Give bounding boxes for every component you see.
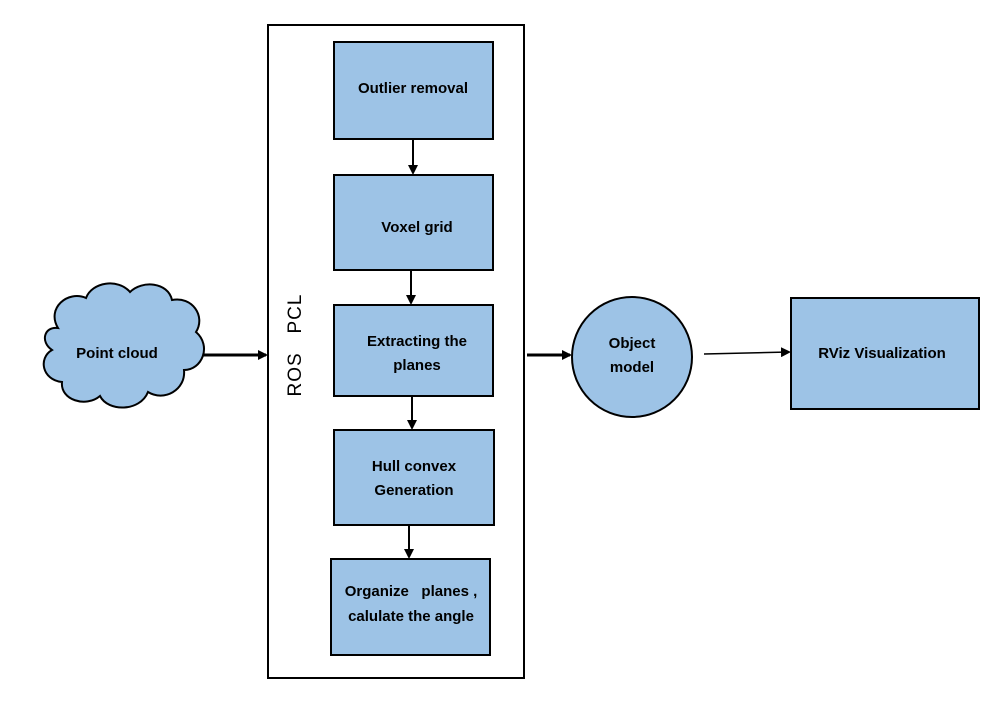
outlier-removal-label: Outlier removal [358, 80, 468, 97]
object-model-line2: model [610, 359, 654, 376]
organize-planes-line1: Organize planes , [345, 583, 478, 600]
extracting-planes-line2: planes [393, 357, 441, 374]
voxel-grid-node: Voxel grid [333, 174, 494, 271]
arrow-object-model-to-rviz [703, 347, 791, 358]
rviz-node: RViz Visualization [790, 297, 980, 410]
voxel-grid-label: Voxel grid [381, 219, 452, 236]
rviz-label: RViz Visualization [818, 345, 946, 362]
object-model-line1: Object [609, 335, 656, 352]
organize-planes-node: Organize planes , calulate the angle [330, 558, 491, 656]
extracting-planes-node: Extracting the planes [333, 304, 494, 397]
hull-convex-line1: Hull convex [372, 458, 457, 475]
object-model-node: Object model [571, 296, 693, 418]
hull-convex-line2: Generation [374, 482, 453, 499]
extracting-planes-line1: Extracting the [367, 333, 467, 350]
hull-convex-node: Hull convex Generation [333, 429, 495, 526]
point-cloud-node: Point cloud [42, 282, 205, 409]
point-cloud-shape [42, 282, 205, 409]
ros-pcl-label: ROS PCL [285, 294, 306, 397]
organize-planes-line2: calulate the angle [348, 608, 474, 625]
point-cloud-label: Point cloud [76, 345, 158, 362]
outlier-removal-node: Outlier removal [333, 41, 494, 140]
